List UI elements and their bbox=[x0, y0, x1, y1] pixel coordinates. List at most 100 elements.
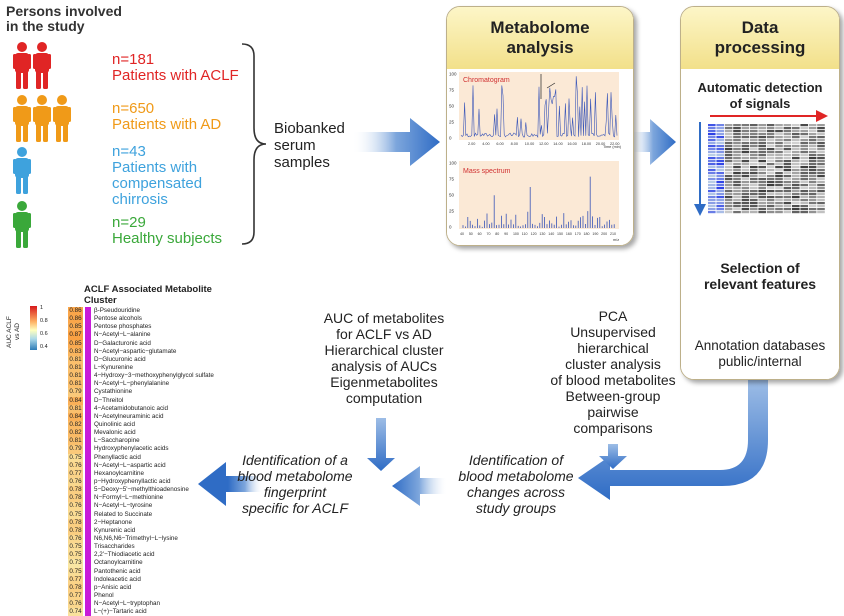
heatmap-cell bbox=[800, 127, 808, 130]
arrow-to-cluster bbox=[198, 462, 228, 506]
axis-tick-label: 10.00 bbox=[525, 142, 535, 146]
axis-tick-label: 20.00 bbox=[596, 142, 606, 146]
heatmap-cell bbox=[766, 178, 775, 181]
cluster-bar-segment bbox=[85, 420, 91, 430]
heatmap-cell bbox=[741, 142, 750, 145]
heatmap-cell bbox=[733, 208, 741, 211]
heatmap-cell bbox=[716, 124, 724, 127]
metabolite-auc: 0.75 bbox=[68, 551, 83, 560]
heatmap-cell bbox=[775, 193, 783, 196]
heatmap-cell bbox=[783, 199, 792, 202]
legend-tick: 0.8 bbox=[40, 318, 48, 324]
heatmap-cell bbox=[733, 166, 741, 169]
heatmap-cell bbox=[808, 175, 817, 178]
heatmap-cell bbox=[741, 151, 750, 154]
heatmap-cell bbox=[808, 199, 817, 202]
heatmap-cell bbox=[817, 133, 825, 136]
heatmap-cell bbox=[808, 124, 817, 127]
heatmap-cell bbox=[724, 184, 733, 187]
heatmap-cell bbox=[716, 205, 724, 208]
heatmap-cell bbox=[724, 187, 733, 190]
heatmap-cell bbox=[750, 196, 758, 199]
chromatogram-area bbox=[459, 72, 619, 140]
heatmap-cell bbox=[708, 160, 716, 163]
heatmap-cell bbox=[758, 205, 766, 208]
metabolite-auc: 0.78 bbox=[68, 526, 83, 535]
heatmap-cell bbox=[775, 184, 783, 187]
heatmap-cell bbox=[783, 145, 792, 148]
auc-color-legend: AUC ACLF vs AD 1 0.8 0.6 0.4 bbox=[6, 305, 48, 350]
mass-spectrum-peaks bbox=[462, 176, 615, 228]
heatmap-cell bbox=[808, 157, 817, 160]
heatmap-cell bbox=[733, 160, 741, 163]
heatmap-cell bbox=[708, 193, 716, 196]
heatmap-cell bbox=[808, 211, 817, 214]
heatmap-cell bbox=[800, 133, 808, 136]
metabolite-name: D−Galacturonic acid bbox=[94, 339, 151, 347]
arrow-pca-down bbox=[599, 444, 627, 469]
heatmap-cell bbox=[817, 163, 825, 166]
heatmap-cell bbox=[733, 199, 741, 202]
heatmap-cell bbox=[817, 205, 825, 208]
metabolite-name: N−Acetyl−L−phenylalanine bbox=[94, 380, 170, 388]
metabolite-auc: 0.78 bbox=[68, 518, 83, 527]
heatmap-cell bbox=[733, 205, 741, 208]
metabolite-auc: 0.73 bbox=[68, 559, 83, 568]
heatmap-cell bbox=[758, 163, 766, 166]
metabolite-row: 0.85 D−Galacturonic acid bbox=[68, 339, 214, 348]
heatmap-cell bbox=[800, 175, 808, 178]
heatmap-cell bbox=[733, 172, 741, 175]
heatmap-cell bbox=[775, 127, 783, 130]
axis-tick-label: 150 bbox=[557, 232, 563, 236]
metabolite-auc: 0.81 bbox=[68, 380, 83, 389]
heatmap-cell bbox=[800, 178, 808, 181]
heatmap-cell bbox=[766, 124, 775, 127]
auto-detection-text: Automatic detection of signals bbox=[697, 80, 823, 111]
heatmap-cell bbox=[808, 190, 817, 193]
heatmap-cell bbox=[724, 208, 733, 211]
heatmap-cell bbox=[741, 211, 750, 214]
cluster-bar-segment bbox=[85, 323, 91, 332]
axis-tick-label: 50 bbox=[469, 232, 473, 236]
heatmap-cell bbox=[741, 190, 750, 193]
heatmap-cell bbox=[775, 175, 783, 178]
heatmap-cell bbox=[800, 136, 808, 139]
heatmap-cell bbox=[716, 148, 724, 151]
metabolite-name: Quinolinic acid bbox=[94, 420, 135, 428]
heatmap-cell bbox=[783, 211, 792, 214]
metabolite-auc: 0.86 bbox=[68, 315, 83, 324]
heatmap-cell bbox=[724, 178, 733, 181]
heatmap-cell bbox=[716, 178, 724, 181]
heatmap-cell bbox=[741, 133, 750, 136]
axis-tick-label: 14.00 bbox=[553, 142, 563, 146]
legend-label-line1: AUC ACLF bbox=[6, 316, 13, 348]
metabolite-auc: 0.79 bbox=[68, 388, 83, 397]
metabolite-auc: 0.85 bbox=[68, 339, 83, 348]
heatmap-cell bbox=[733, 151, 741, 154]
heatmap-cell bbox=[817, 211, 825, 214]
metabolite-name: 4−Acetamidobutanoic acid bbox=[94, 404, 169, 412]
heatmap-cell bbox=[716, 130, 724, 133]
heatmap-cell bbox=[741, 163, 750, 166]
heatmap-cell bbox=[708, 148, 716, 151]
heatmap-cell bbox=[792, 202, 800, 205]
cluster-bar-segment bbox=[85, 534, 91, 544]
heatmap-cell bbox=[716, 142, 724, 145]
heatmap-cell bbox=[724, 205, 733, 208]
heatmap-cell bbox=[750, 199, 758, 202]
metabolite-name: Pantothenic acid bbox=[94, 567, 141, 575]
cluster-bar-segment bbox=[85, 510, 91, 519]
heatmap-cell bbox=[708, 124, 716, 127]
metabolite-name: Pentose phosphates bbox=[94, 323, 152, 331]
heatmap-cell bbox=[741, 169, 750, 172]
